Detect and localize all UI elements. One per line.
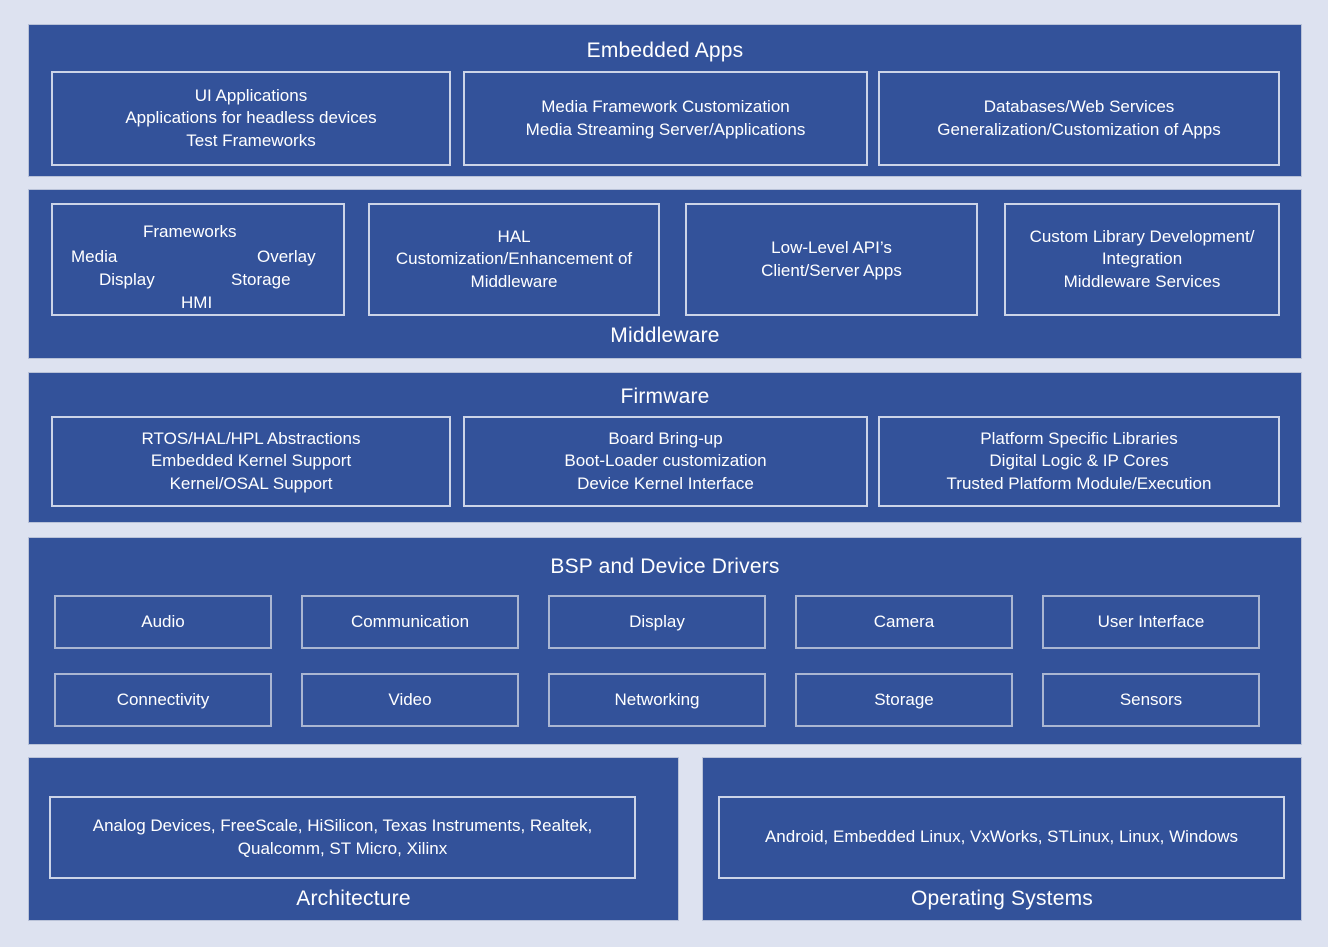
- chip-label: Communication: [350, 612, 470, 631]
- chip-label: User Interface: [1097, 612, 1205, 631]
- box-line: Customization/Enhancement of: [395, 249, 633, 269]
- box-line: Generalization/Customization of Apps: [937, 119, 1221, 139]
- middleware-frameworks-cloud[interactable]: Frameworks Media Overlay Display Storage…: [51, 203, 345, 316]
- layer-title-firmware: Firmware: [620, 385, 710, 408]
- box-line: Board Bring-up: [608, 428, 723, 448]
- layer-bsp-device-drivers: BSP and Device Drivers Audio Communicati…: [28, 537, 1302, 745]
- box-line: Low-Level API’s: [771, 238, 892, 257]
- box-line: UI Applications: [194, 85, 308, 105]
- bsp-chip-storage[interactable]: Storage: [795, 673, 1013, 727]
- chip-label: Display: [629, 612, 685, 631]
- middleware-box-low-level-api[interactable]: Low-Level API’s Client/Server Apps: [685, 203, 978, 316]
- embedded-apps-box-2[interactable]: Media Framework Customization Media Stre…: [463, 71, 868, 166]
- box-line: Middleware: [470, 271, 558, 291]
- chip-label: Networking: [614, 690, 700, 709]
- box-line: Media Framework Customization: [541, 97, 790, 116]
- chip-label: Sensors: [1119, 690, 1183, 709]
- box-line: Trusted Platform Module/Execution: [946, 473, 1212, 493]
- layer-architecture: Architecture Analog Devices, FreeScale, …: [28, 757, 679, 921]
- chip-label: Connectivity: [116, 690, 210, 709]
- middleware-box-hal[interactable]: HAL Customization/Enhancement of Middlew…: [368, 203, 660, 316]
- layer-title-architecture: Architecture: [296, 887, 411, 910]
- cloud-word-media: Media: [71, 247, 118, 266]
- layer-firmware: Firmware RTOS/HAL/HPL Abstractions Embed…: [28, 372, 1302, 523]
- bsp-chip-video[interactable]: Video: [301, 673, 519, 727]
- box-line: Platform Specific Libraries: [980, 428, 1178, 448]
- layer-title-middleware: Middleware: [610, 324, 720, 347]
- embedded-apps-box-3[interactable]: Databases/Web Services Generalization/Cu…: [878, 71, 1280, 166]
- bsp-chip-communication[interactable]: Communication: [301, 595, 519, 649]
- layer-embedded-apps: Embedded Apps UI Applications Applicatio…: [28, 24, 1302, 177]
- middleware-box-custom-library[interactable]: Custom Library Development/ Integration …: [1004, 203, 1280, 316]
- chip-label: Storage: [874, 690, 934, 709]
- cloud-word-frameworks: Frameworks: [143, 222, 237, 241]
- layer-title-bsp: BSP and Device Drivers: [550, 555, 780, 578]
- bsp-chip-networking[interactable]: Networking: [548, 673, 766, 727]
- operating-systems-list-box[interactable]: Android, Embedded Linux, VxWorks, STLinu…: [718, 796, 1285, 879]
- chip-label: Camera: [873, 612, 935, 631]
- embedded-apps-box-1[interactable]: UI Applications Applications for headles…: [51, 71, 451, 166]
- box-line: Middleware Services: [1063, 271, 1221, 291]
- bsp-chip-connectivity[interactable]: Connectivity: [54, 673, 272, 727]
- layer-title-embedded-apps: Embedded Apps: [586, 39, 744, 62]
- architecture-vendors-box[interactable]: Analog Devices, FreeScale, HiSilicon, Te…: [49, 796, 636, 879]
- firmware-box-3[interactable]: Platform Specific Libraries Digital Logi…: [878, 416, 1280, 507]
- bsp-chip-display[interactable]: Display: [548, 595, 766, 649]
- box-line: Digital Logic & IP Cores: [989, 451, 1169, 471]
- cloud-word-overlay: Overlay: [257, 247, 316, 266]
- box-line: Analog Devices, FreeScale, HiSilicon, Te…: [92, 816, 593, 835]
- box-line: Applications for headless devices: [125, 108, 377, 128]
- box-line: RTOS/HAL/HPL Abstractions: [141, 428, 361, 448]
- bsp-chip-camera[interactable]: Camera: [795, 595, 1013, 649]
- cloud-word-storage: Storage: [231, 270, 291, 289]
- layer-operating-systems: Operating Systems Android, Embedded Linu…: [702, 757, 1302, 921]
- firmware-box-2[interactable]: Board Bring-up Boot-Loader customization…: [463, 416, 868, 507]
- bsp-chip-sensors[interactable]: Sensors: [1042, 673, 1260, 727]
- bsp-chip-audio[interactable]: Audio: [54, 595, 272, 649]
- box-line: Boot-Loader customization: [564, 451, 767, 471]
- box-line: HAL: [497, 226, 531, 246]
- box-line: Kernel/OSAL Support: [169, 473, 333, 493]
- firmware-box-1[interactable]: RTOS/HAL/HPL Abstractions Embedded Kerne…: [51, 416, 451, 507]
- box-line: Test Frameworks: [186, 130, 316, 150]
- box-line: Android, Embedded Linux, VxWorks, STLinu…: [764, 827, 1239, 847]
- box-line: Device Kernel Interface: [577, 473, 754, 493]
- layer-title-operating-systems: Operating Systems: [911, 887, 1093, 910]
- layer-middleware: Middleware Frameworks Media Overlay Disp…: [28, 189, 1302, 359]
- box-line: Media Streaming Server/Applications: [525, 119, 806, 139]
- box-line: Client/Server Apps: [761, 260, 902, 280]
- box-line: Embedded Kernel Support: [150, 451, 352, 471]
- chip-label: Audio: [141, 612, 185, 631]
- box-line: Integration: [1101, 249, 1183, 269]
- cloud-word-display: Display: [99, 270, 155, 289]
- box-line: Qualcomm, ST Micro, Xilinx: [237, 838, 448, 858]
- cloud-word-hmi: HMI: [181, 293, 213, 312]
- bsp-chip-user-interface[interactable]: User Interface: [1042, 595, 1260, 649]
- box-line: Custom Library Development/: [1029, 226, 1255, 246]
- box-line: Databases/Web Services: [983, 97, 1175, 116]
- chip-label: Video: [388, 690, 432, 709]
